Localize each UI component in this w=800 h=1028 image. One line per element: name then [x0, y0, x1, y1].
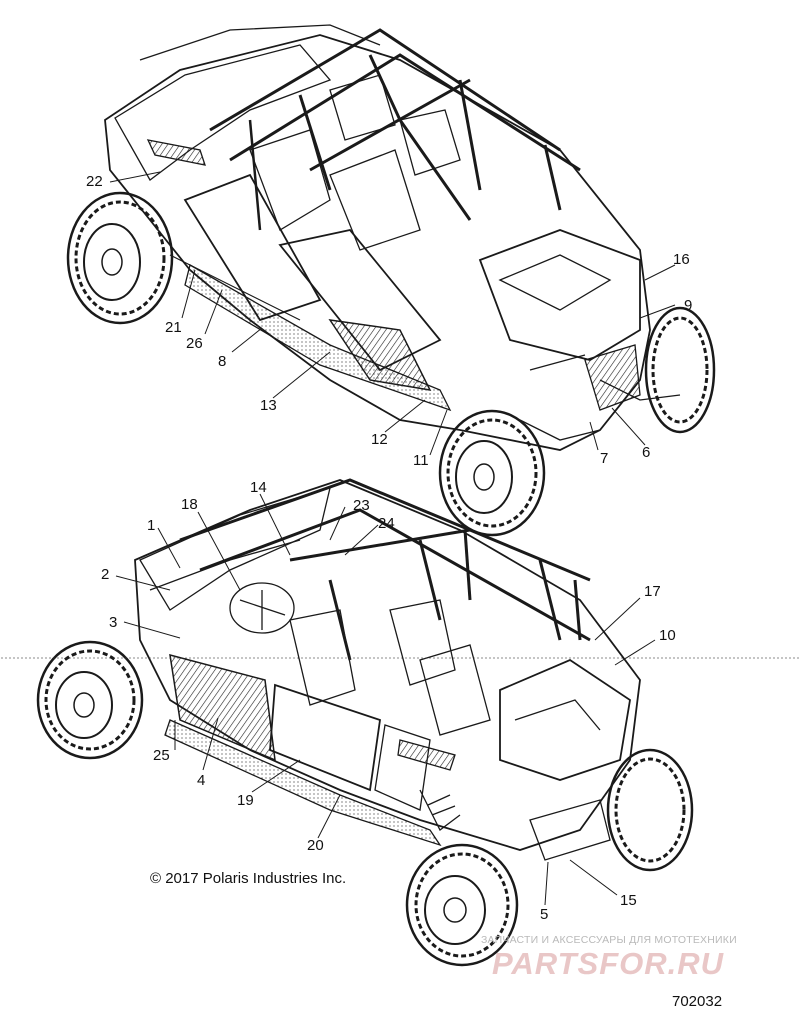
scan-artifact-line — [0, 655, 800, 659]
figure-id: 702032 — [672, 993, 723, 1010]
callout-18: 18 — [181, 496, 198, 513]
callout-6: 6 — [642, 444, 651, 461]
callout-26: 26 — [186, 335, 203, 352]
callout-19: 19 — [237, 792, 254, 809]
callout-23: 23 — [353, 497, 370, 514]
upper-rear-wheel — [66, 191, 174, 325]
callout-22: 22 — [86, 173, 103, 190]
callout-24: 24 — [378, 515, 395, 532]
watermark-tagline: ЗАПЧАСТИ И АКСЕССУАРЫ ДЛЯ МОТОТЕХНИКИ — [481, 934, 737, 946]
callout-15: 15 — [620, 892, 637, 909]
upper-front-wheel-left — [438, 409, 546, 537]
upper-front-wheel-right — [644, 306, 716, 434]
callout-8: 8 — [218, 353, 227, 370]
callout-25: 25 — [153, 747, 170, 764]
callout-20: 20 — [307, 837, 324, 854]
callout-11: 11 — [413, 452, 429, 469]
callout-4: 4 — [197, 772, 206, 789]
lower-vehicle-view — [36, 478, 694, 967]
lower-front-wheel-right — [606, 748, 694, 872]
lower-leader-lines — [115, 493, 656, 906]
callout-5: 5 — [540, 906, 549, 923]
callout-16: 16 — [673, 251, 690, 268]
lower-front-wheel-left — [405, 843, 519, 967]
callout-14: 14 — [250, 479, 267, 496]
callout-1: 1 — [147, 517, 156, 534]
lower-rear-wheel — [36, 640, 144, 760]
upper-leader-lines — [109, 171, 676, 456]
callout-17: 17 — [644, 583, 661, 600]
callout-12: 12 — [371, 431, 388, 448]
callout-10: 10 — [659, 627, 676, 644]
watermark-logo: PARTSFOR.RU — [492, 946, 725, 981]
callout-3: 3 — [109, 614, 118, 631]
callout-21: 21 — [165, 319, 182, 336]
callout-13: 13 — [260, 397, 277, 414]
callout-7: 7 — [600, 450, 609, 467]
copyright-notice: © 2017 Polaris Industries Inc. — [150, 870, 347, 887]
callout-9: 9 — [684, 297, 693, 314]
upper-vehicle-view — [66, 24, 716, 537]
callout-2: 2 — [101, 566, 110, 583]
